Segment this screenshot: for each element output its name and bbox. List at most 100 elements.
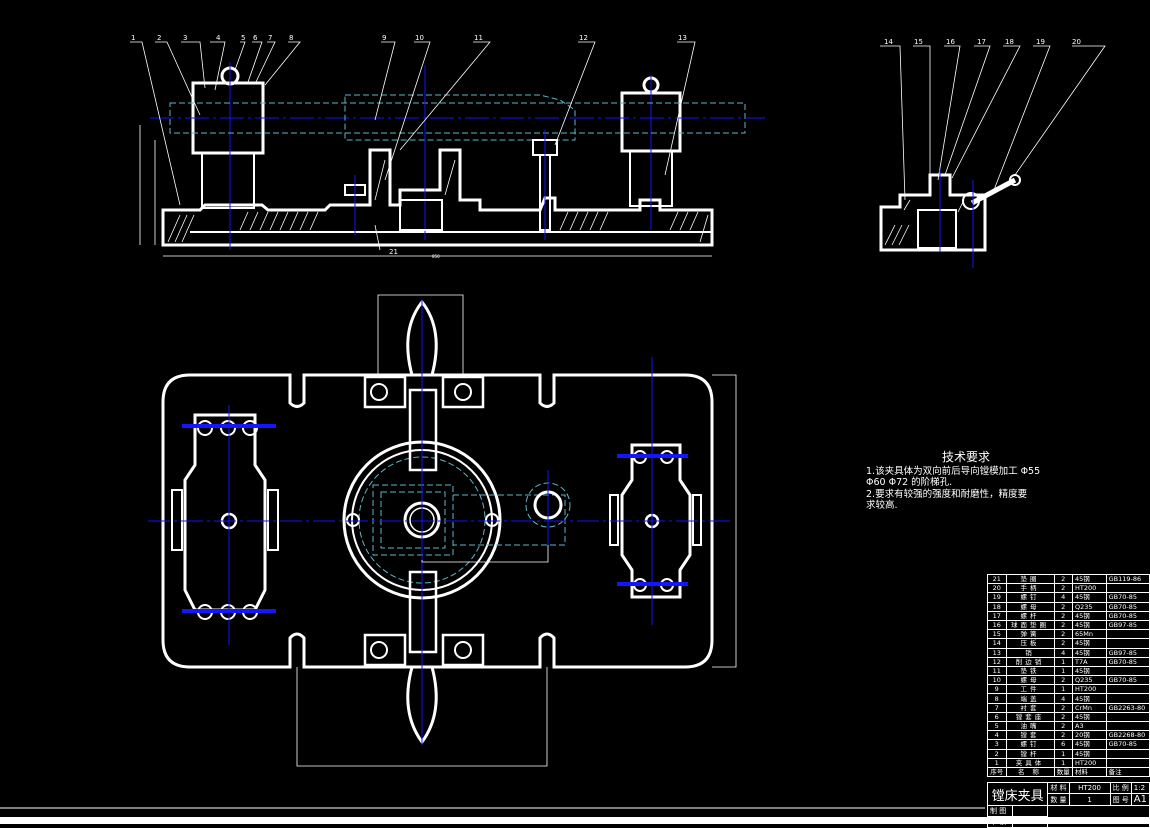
bom-qty: 1 [1053,665,1073,677]
bom-material: 45钢 [1072,739,1107,750]
bom-name: 螺钉 [1005,739,1055,750]
quantity-value: 1 [1068,793,1111,806]
bom-standard [1105,638,1150,649]
bom-header-qty: 数量 [1053,766,1073,778]
bom-standard [1105,711,1150,723]
bom-standard: GB70-85 [1105,656,1150,667]
svg-text:850: 850 [432,254,440,259]
bom-name: 镗套座 [1005,711,1055,723]
bom-qty: 2 [1053,720,1073,732]
bom-no: 11 [987,665,1007,677]
material-label: 材 料 [1047,782,1070,794]
side-view [879,170,1021,268]
bom-material: 45钢 [1072,592,1107,603]
balloon-12: 12 [579,34,588,42]
bom-no: 14 [987,638,1007,649]
bom-qty: 1 [1053,748,1073,759]
bom-material: 45钢 [1072,748,1107,759]
bom-qty: 2 [1053,711,1073,723]
bom-standard [1105,665,1150,677]
balloon-9: 9 [382,34,386,42]
balloon-21: 21 [389,248,398,256]
balloon-19: 19 [1036,38,1045,46]
bom-header: 序号 名 称 数量 材料 备注 [987,766,1150,778]
balloon-11: 11 [474,34,483,42]
bom-header-no: 序号 [987,766,1007,778]
bom-no: 17 [987,610,1007,621]
bom-qty: 4 [1053,647,1073,658]
bom-material: CrMn [1072,702,1107,713]
balloon-15: 15 [914,38,923,46]
bom-standard: GB2263-80 [1105,702,1150,713]
bom-qty: 6 [1053,739,1073,750]
bom-no: 18 [987,601,1007,612]
bom-qty: 4 [1053,592,1073,603]
bom-material: 45钢 [1072,610,1107,621]
bom-qty: 2 [1053,629,1073,640]
bom-qty: 2 [1053,573,1073,585]
balloon-leaders [130,41,1106,251]
tech-line-3: 2.要求有较强的强度和耐磨性，精度要 [866,488,1028,500]
bom-material: 20钢 [1072,730,1107,741]
bom-standard [1105,720,1150,732]
bom-no: 13 [987,647,1007,658]
bom-no: 2 [987,748,1007,759]
bom-standard [1105,629,1150,640]
bom-material: Q235 [1072,675,1107,686]
bom-no: 1 [987,757,1007,768]
bom-standard [1105,748,1150,759]
balloon-20: 20 [1072,38,1081,46]
bom-name: 镗套 [1005,730,1055,741]
balloon-17: 17 [977,38,986,46]
bom-name: 镗杆 [1005,748,1055,759]
bom-name: 端盖 [1005,693,1055,704]
drawn-by-label: 制 图 [986,805,1014,817]
tech-line-4: 求较高. [866,500,898,511]
bom-qty: 1 [1053,684,1073,695]
balloon-1: 1 [131,34,135,42]
bom-qty: 2 [1053,619,1073,631]
bom-no: 20 [987,583,1007,594]
bom-qty: 1 [1053,656,1073,667]
quantity-label: 数 量 [1047,793,1070,806]
bom-no: 10 [987,675,1007,686]
bom-no: 16 [987,619,1007,631]
bom-material: 45钢 [1072,711,1107,723]
bom-material: 45钢 [1072,619,1107,631]
bom-material: 45钢 [1072,638,1107,649]
bom-no: 7 [987,702,1007,713]
bom-name: 工件 [1005,684,1055,695]
bom-qty: 2 [1053,702,1073,713]
balloon-18: 18 [1005,38,1014,46]
bom-standard [1105,583,1150,594]
bom-qty: 2 [1053,638,1073,649]
balloon-labels: 1 2 3 4 5 6 7 8 9 10 11 12 13 14 15 16 1… [131,34,1081,256]
bom-standard: GB70-85 [1105,739,1150,750]
drawing-no-label: 图 号 [1109,793,1132,806]
bom-name: 削边销 [1005,656,1055,667]
bom-name: 螺母 [1005,601,1055,612]
bom-qty: 2 [1053,675,1073,686]
bom-no: 8 [987,693,1007,704]
bom-qty: 1 [1053,757,1073,768]
bom-material: T7A [1072,656,1107,667]
top-view [148,294,737,767]
bom-name: 螺钉 [1005,592,1055,603]
bom-qty: 2 [1053,730,1073,741]
bom-material: HT200 [1072,684,1107,695]
bom-standard: GB70-85 [1105,601,1150,612]
bom-name: 压板 [1005,638,1055,649]
bom-qty: 2 [1053,601,1073,612]
bom-name: 夹具体 [1005,757,1055,768]
bom-material: HT200 [1072,583,1107,594]
balloon-2: 2 [157,34,161,42]
bom-material: Q235 [1072,601,1107,612]
